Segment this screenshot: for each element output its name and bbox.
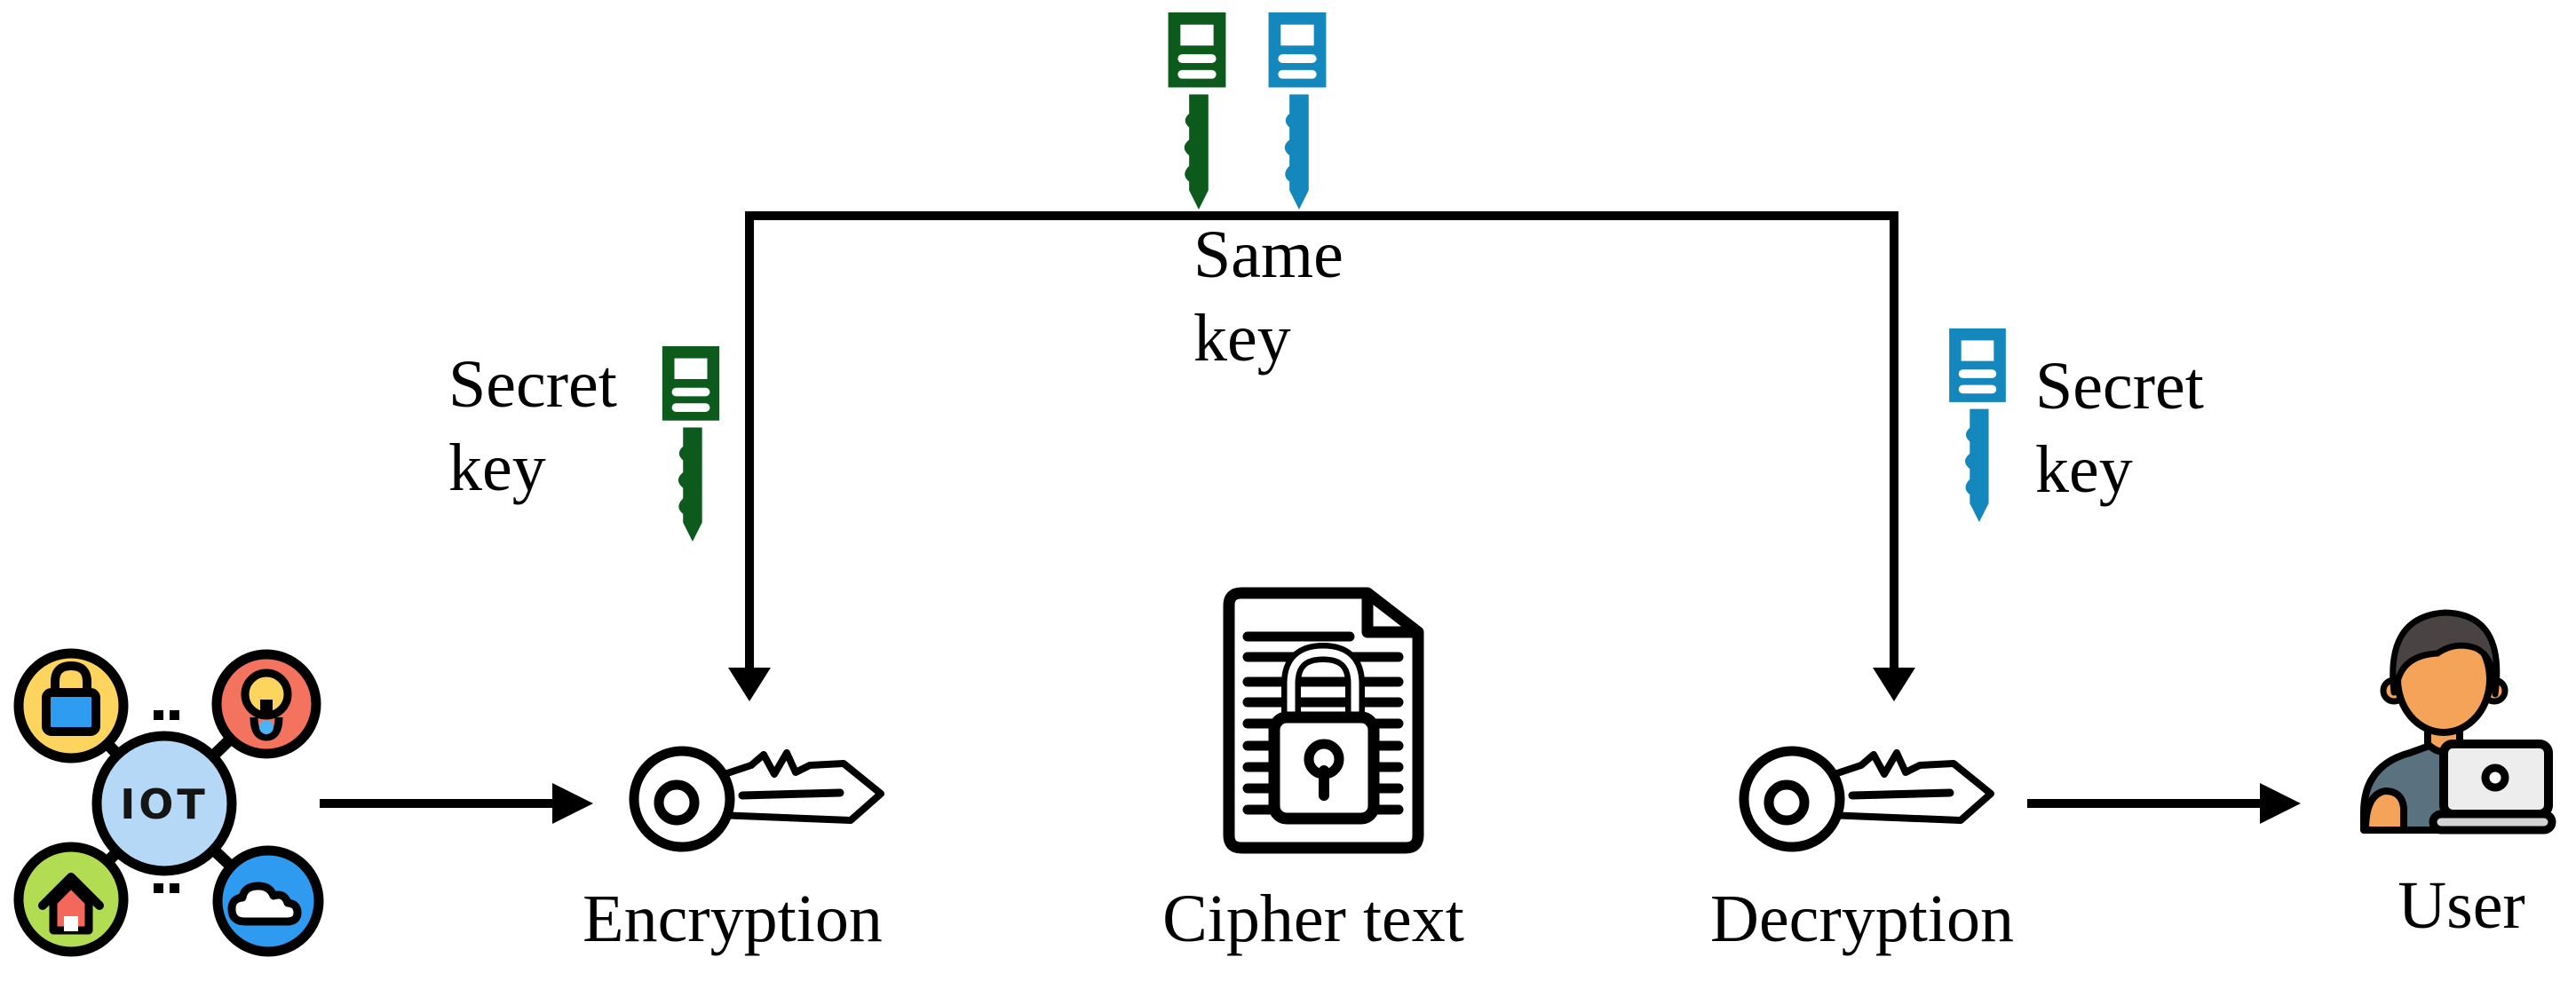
cipher-document-icon [1223,587,1424,854]
secret-key-right-label: Secret key [2035,344,2204,511]
home-icon [13,842,129,957]
arrow-decryption-to-user-head [2260,783,2301,824]
same-key-blue-key-icon [1268,12,1327,210]
user-icon [2360,609,2556,835]
laptop-logo-dot [2481,763,2509,792]
lock-icon [13,648,129,763]
iot-icon: IOT [13,648,324,957]
down-arrow-left-shaft [745,211,754,668]
encryption-label: Encryption [583,882,883,956]
encryption-key-icon [629,746,884,852]
decryption-key-icon [1739,746,1994,852]
decryption-label: Decryption [1710,882,2014,956]
same-key-label: Same key [1193,213,1343,380]
secret-key-right-line1: Secret [2035,349,2204,423]
padlock-icon [1268,642,1380,825]
same-key-label-line2: key [1193,301,1291,376]
iot-dots [154,710,179,893]
secret-key-left-line1: Secret [448,347,617,422]
arrow-iot-to-encryption-shaft [320,799,552,808]
same-key-label-line1: Same [1193,218,1343,292]
iot-hub-circle [91,731,237,876]
secret-key-blue-icon [1949,328,2006,523]
secret-key-green-icon [662,345,720,542]
down-arrow-right-shaft [1890,211,1898,668]
secret-key-left-line2: key [448,431,546,505]
secret-key-right-line2: key [2035,432,2133,507]
cipher-text-label: Cipher text [1162,882,1464,956]
secret-key-left-label: Secret key [448,343,617,510]
bulb-icon [211,649,321,759]
same-key-green-key-icon [1168,12,1226,210]
arrow-decryption-to-user-shaft [2027,799,2260,808]
user-label: User [2398,868,2525,943]
down-arrow-right-head [1873,668,1915,701]
down-arrow-left-head [728,668,771,701]
cloud-icon [212,845,324,957]
same-key-connector-line [745,211,1898,220]
iot-hub-label: IOT [120,780,209,828]
arrow-iot-to-encryption-head [552,783,593,824]
